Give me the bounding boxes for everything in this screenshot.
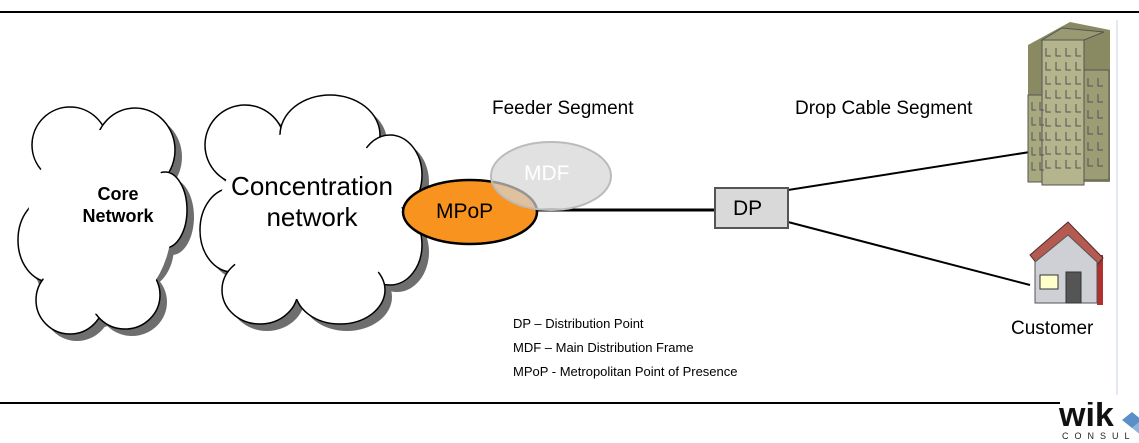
dp-node	[714, 187, 789, 229]
concentration-network-line1: Concentration	[231, 171, 393, 201]
drop-link-house	[787, 221, 1031, 286]
legend-mdf: MDF – Main Distribution Frame	[513, 340, 694, 355]
drop-cable-segment-label: Drop Cable Segment	[795, 98, 973, 119]
logo-subtitle: CONSUL	[1062, 431, 1136, 441]
dp-label: DP	[733, 197, 763, 220]
core-network-line2: Network	[82, 205, 154, 226]
legend-mpop: MPoP - Metropolitan Point of Presence	[513, 364, 738, 379]
core-network-line1: Core	[97, 184, 139, 204]
logo-mark-icon	[1122, 412, 1139, 434]
mpop-label: MPoP	[436, 200, 494, 223]
drop-link-building	[787, 151, 1031, 191]
legend-dp: DP – Distribution Point	[513, 316, 644, 331]
core-network-label: Core Network	[58, 184, 178, 227]
feeder-segment-label: Feeder Segment	[492, 98, 634, 119]
core-network-cloud	[17, 106, 194, 341]
mdf-label: MDF	[524, 162, 570, 185]
wik-logo: wik CONSUL	[1029, 402, 1139, 443]
concentration-network-label: Concentration network	[212, 171, 412, 233]
customer-label: Customer	[1011, 318, 1094, 339]
logo-wordmark: wik	[1059, 402, 1114, 434]
house-icon	[1029, 221, 1104, 305]
building-icon	[1027, 22, 1110, 186]
concentration-network-cloud	[199, 94, 429, 331]
concentration-network-line2: network	[266, 202, 358, 233]
mdf-node	[490, 141, 612, 211]
